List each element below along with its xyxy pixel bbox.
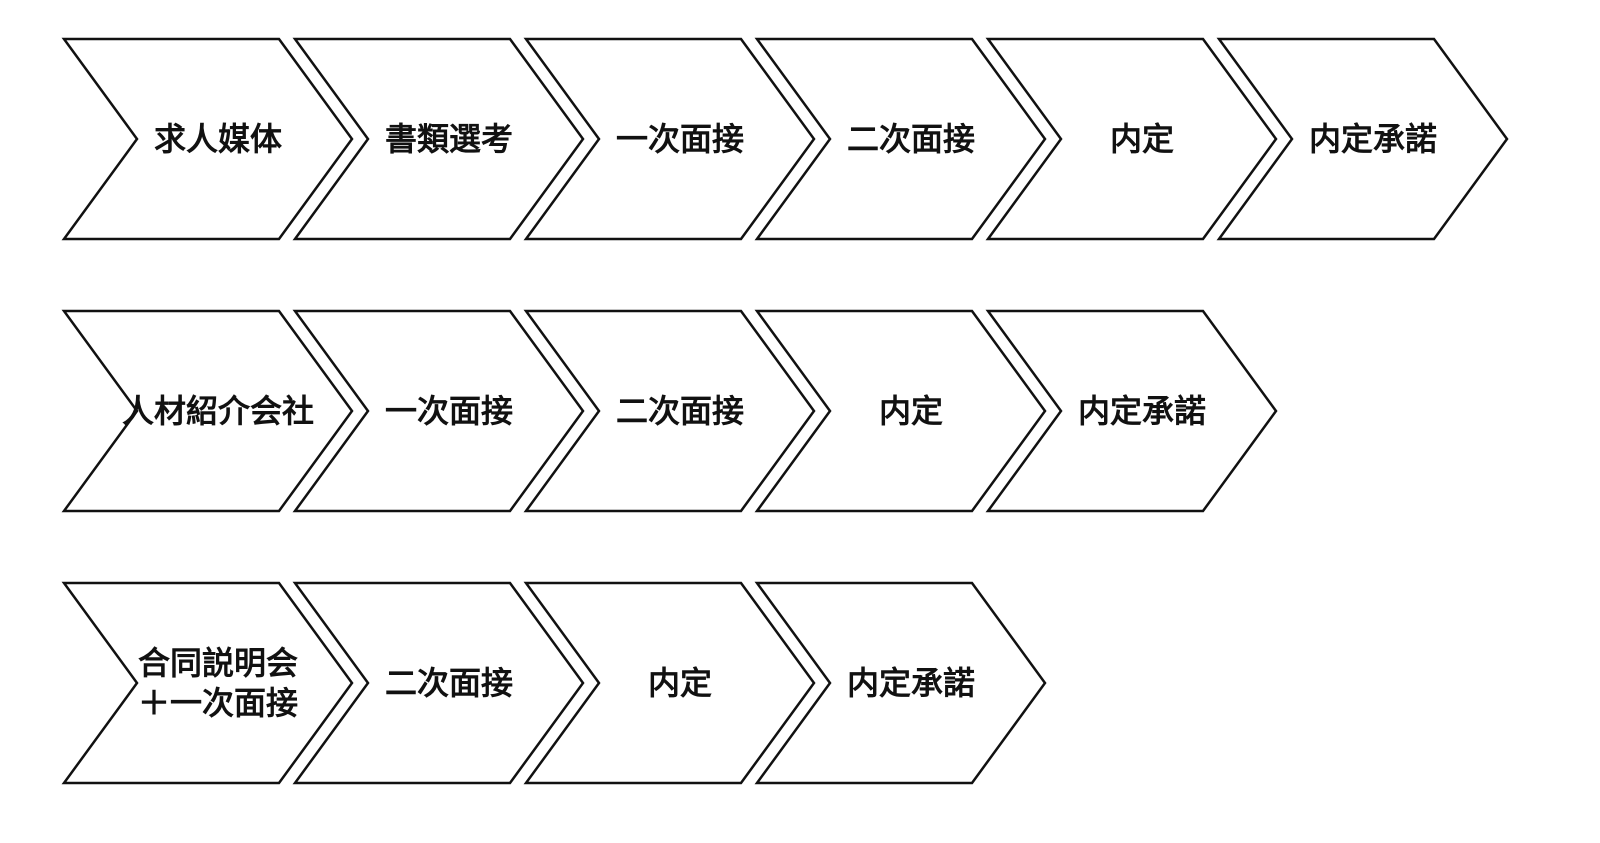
flow-step: 内定承諾 [754, 581, 1047, 785]
step-label: 合同説明会 [138, 644, 298, 682]
chevron-shape [985, 37, 1278, 241]
chevron-shape [292, 581, 585, 785]
step-label: 内定承諾 [1309, 120, 1437, 158]
chevron-shape [292, 37, 585, 241]
step-label: 二次面接 [385, 664, 513, 702]
flow-step: 一次面接 [292, 309, 585, 513]
flow-step: 合同説明会＋一次面接 [61, 581, 354, 785]
step-label: 一次面接 [385, 392, 513, 430]
flow-step: 内定 [754, 309, 1047, 513]
flow-step: 内定承諾 [985, 309, 1278, 513]
flow-step: 一次面接 [523, 37, 816, 241]
step-label: 内定 [648, 664, 712, 702]
step-label: 内定 [1110, 120, 1174, 158]
step-label: 書類選考 [385, 120, 513, 158]
flow-row-3: 合同説明会＋一次面接二次面接内定内定承諾 [61, 581, 1047, 785]
chevron-shape [754, 309, 1047, 513]
chevron-shape [985, 309, 1278, 513]
flow-row-1: 求人媒体 書類選考 一次面接 二次面接 内定 内定承諾 [61, 37, 1509, 241]
flow-step: 内定 [523, 581, 816, 785]
chevron-shape [292, 309, 585, 513]
flow-step: 内定 [985, 37, 1278, 241]
step-label: 二次面接 [616, 392, 744, 430]
flow-step: 書類選考 [292, 37, 585, 241]
chevron-shape [523, 581, 816, 785]
chevron-shape [1216, 37, 1509, 241]
step-label: 二次面接 [847, 120, 975, 158]
flow-step: 求人媒体 [61, 37, 354, 241]
chevron-shape [61, 37, 354, 241]
flow-step: 二次面接 [523, 309, 816, 513]
chevron-shape [61, 309, 354, 513]
chevron-shape [61, 581, 354, 785]
flow-row-2: 人材紹介会社 一次面接 二次面接 内定 内定承諾 [61, 309, 1278, 513]
step-label: 人材紹介会社 [122, 392, 314, 430]
step-label: ＋一次面接 [138, 684, 298, 722]
flow-step: 人材紹介会社 [61, 309, 354, 513]
step-label: 一次面接 [616, 120, 744, 158]
chevron-shape [523, 37, 816, 241]
step-label: 内定承諾 [847, 664, 975, 702]
flow-step: 二次面接 [754, 37, 1047, 241]
chevron-shape [754, 581, 1047, 785]
step-label: 内定 [879, 392, 943, 430]
flow-step: 内定承諾 [1216, 37, 1509, 241]
step-label: 内定承諾 [1078, 392, 1206, 430]
flow-step: 二次面接 [292, 581, 585, 785]
chevron-shape [523, 309, 816, 513]
step-label: 求人媒体 [154, 120, 282, 158]
chevron-shape [754, 37, 1047, 241]
